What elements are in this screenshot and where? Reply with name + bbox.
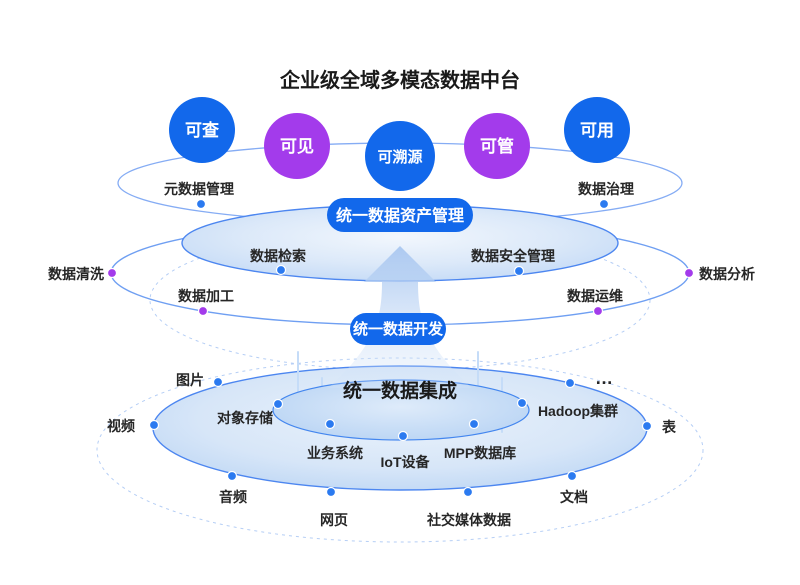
label-data-cleansing: 数据清洗 bbox=[48, 266, 104, 282]
unified-data-integration-title: 统一数据集成 bbox=[343, 379, 457, 402]
node-dot-video bbox=[148, 419, 160, 431]
unified-data-development-pill: 统一数据开发 bbox=[350, 313, 446, 345]
bubble-circle bbox=[365, 121, 435, 191]
node-dot-tables bbox=[641, 420, 653, 432]
node-dot-data-security-management bbox=[513, 265, 525, 277]
label-data-retrieval: 数据检索 bbox=[250, 248, 306, 264]
node-dot-data-governance bbox=[598, 198, 610, 210]
node-dot-documents bbox=[566, 470, 578, 482]
label-audio: 音频 bbox=[219, 489, 247, 505]
label-data-security-management: 数据安全管理 bbox=[471, 248, 555, 264]
label-more-ellipsis: … bbox=[595, 368, 613, 388]
capability-bubble-manageable: 可管 bbox=[464, 113, 530, 179]
node-dot-data-operations bbox=[592, 305, 604, 317]
capability-bubble-usable: 可用 bbox=[564, 97, 630, 163]
node-dot-data-cleansing bbox=[106, 267, 118, 279]
capability-bubble-visible: 可见 bbox=[264, 113, 330, 179]
node-dot-mpp-database bbox=[468, 418, 480, 430]
bubble-circle bbox=[169, 97, 235, 163]
node-dot-business-systems bbox=[324, 418, 336, 430]
label-iot-devices: IoT设备 bbox=[381, 454, 431, 470]
bubble-label: 可见 bbox=[280, 137, 314, 156]
node-dot-data-processing bbox=[197, 305, 209, 317]
capability-bubble-searchable: 可查 bbox=[169, 97, 235, 163]
bubble-circle bbox=[464, 113, 530, 179]
integration-ring-dashed bbox=[96, 357, 704, 543]
bubble-circle bbox=[564, 97, 630, 163]
node-dot-data-retrieval bbox=[275, 264, 287, 276]
label-business-systems: 业务系统 bbox=[307, 445, 363, 461]
node-dot-data-analysis bbox=[683, 267, 695, 279]
label-metadata-management: 元数据管理 bbox=[164, 181, 234, 197]
label-mpp-database: MPP数据库 bbox=[444, 445, 516, 461]
label-data-operations: 数据运维 bbox=[567, 288, 623, 304]
node-dot-metadata-management bbox=[195, 198, 207, 210]
node-dot-web-pages bbox=[325, 486, 337, 498]
page-title: 企业级全域多模态数据中台 bbox=[279, 68, 520, 92]
bubble-circle bbox=[264, 113, 330, 179]
node-dot-audio bbox=[226, 470, 238, 482]
label-social-media-data: 社交媒体数据 bbox=[426, 512, 511, 528]
unified-data-asset-management-pill: 统一数据资产管理 bbox=[327, 198, 473, 232]
pill-label: 统一数据开发 bbox=[353, 320, 444, 338]
bubble-label: 可查 bbox=[185, 120, 220, 140]
bubble-label: 可管 bbox=[480, 136, 514, 156]
label-data-analysis: 数据分析 bbox=[699, 266, 755, 282]
label-data-processing: 数据加工 bbox=[178, 288, 234, 304]
node-dot-images bbox=[212, 376, 224, 388]
node-dot-social-media-data bbox=[462, 486, 474, 498]
label-images: 图片 bbox=[176, 372, 204, 388]
bubble-label: 可用 bbox=[580, 121, 614, 140]
label-web-pages: 网页 bbox=[320, 512, 348, 528]
pill-label: 统一数据资产管理 bbox=[336, 206, 464, 225]
label-video: 视频 bbox=[107, 418, 135, 434]
node-dot-iot-devices bbox=[397, 430, 409, 442]
node-dot-object-storage bbox=[272, 398, 284, 410]
label-hadoop-cluster: Hadoop集群 bbox=[538, 403, 618, 419]
label-data-governance: 数据治理 bbox=[578, 181, 634, 197]
node-dot-hadoop-cluster bbox=[516, 397, 528, 409]
label-object-storage: 对象存储 bbox=[217, 410, 273, 426]
capability-bubble-traceable: 可溯源 bbox=[365, 121, 435, 191]
bubble-label: 可溯源 bbox=[377, 148, 422, 166]
label-tables: 表 bbox=[661, 419, 677, 435]
node-dot-more bbox=[564, 377, 576, 389]
label-documents: 文档 bbox=[560, 489, 588, 505]
